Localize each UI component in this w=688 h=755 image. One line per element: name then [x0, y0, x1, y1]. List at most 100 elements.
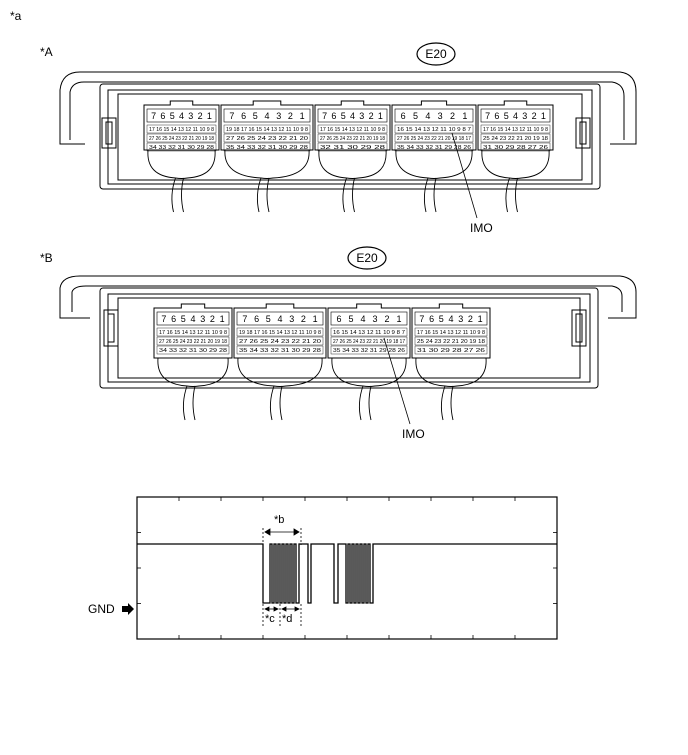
- pin-label: 1: [207, 111, 212, 121]
- pin-label: 3: [458, 314, 463, 324]
- pin-row: 35 34 33 32 31 30 29 28: [226, 145, 308, 151]
- gnd-arrow-icon: [122, 603, 134, 615]
- pin-label: 3: [438, 111, 443, 121]
- label-b: *b: [274, 514, 284, 526]
- pin-label: 7: [151, 111, 156, 121]
- ecu-housing-b: [59, 275, 637, 389]
- pin-label: 7: [322, 111, 327, 121]
- pin-row: 27 26 25 24 23 22 21 20 19 18: [320, 136, 385, 142]
- section-b-connector-id: E20: [347, 246, 387, 270]
- pin-row: 31 30 29 28 27 26: [483, 145, 548, 151]
- pin-row: 27 26 25 24 23 22 21 20: [226, 136, 308, 142]
- imo-signal-waveform: [137, 543, 557, 604]
- figure-label: *a: [10, 9, 22, 23]
- dimension-b: [262, 528, 302, 545]
- pin-row: 16 15 14 13 12 11 10 9 8 7: [333, 330, 405, 336]
- pin-label: 6: [171, 314, 176, 324]
- pin-label: 7: [161, 314, 166, 324]
- pin-label: 1: [541, 111, 546, 121]
- pin-label: 2: [288, 111, 293, 121]
- svg-text:IMO: IMO: [470, 221, 493, 235]
- imo-callout-b: IMO: [383, 337, 425, 441]
- pin-row: 17 16 15 14 13 12 11 10 9 8: [417, 330, 485, 336]
- pin-row: 17 16 15 14 13 12 11 10 9 8: [159, 330, 227, 336]
- section-b-label: *B: [40, 251, 53, 265]
- pin-label: 2: [384, 314, 389, 324]
- pin-label: 7: [229, 111, 234, 121]
- label-c: *c: [265, 613, 275, 625]
- pin-row: 25 24 23 22 21 20 19 18: [483, 136, 548, 142]
- pin-label: 6: [331, 111, 336, 121]
- pin-label: 6: [336, 314, 341, 324]
- pin-label: 7: [419, 314, 424, 324]
- pin-label: 3: [276, 111, 281, 121]
- pin-row: 19 18 17 16 15 14 13 12 11 10 9 8: [226, 127, 308, 133]
- svg-text:IMO: IMO: [402, 427, 425, 441]
- pin-row: 16 15 14 13 12 11 10 9 8 7: [397, 127, 471, 133]
- pin-label: 1: [478, 314, 483, 324]
- svg-text:E20: E20: [425, 47, 447, 61]
- pin-label: 4: [448, 314, 453, 324]
- pin-row: 35 34 33 32 31 29 28 26: [333, 348, 405, 354]
- pin-row: 31 30 29 28 27 26: [417, 348, 485, 354]
- pin-row: 35 34 33 32 31 29 28 26: [397, 145, 471, 151]
- pin-label: 1: [313, 314, 318, 324]
- dimension-c-d: [262, 604, 302, 628]
- pin-label: 5: [504, 111, 509, 121]
- label-d: *d: [282, 613, 292, 625]
- pin-label: 4: [425, 111, 430, 121]
- pin-label: 2: [450, 111, 455, 121]
- pin-row: 27 26 25 24 23 22 21 20 19 18: [149, 136, 214, 142]
- pin-label: 4: [190, 314, 195, 324]
- pin-row: 34 33 32 31 30 29 28: [159, 348, 227, 354]
- pin-label: 1: [396, 314, 401, 324]
- pin-label: 3: [359, 111, 364, 121]
- pin-row: 27 26 25 24 23 22 21 20 19 18: [159, 339, 227, 345]
- pin-row: 32 31 30 29 28: [320, 145, 385, 151]
- pin-label: 3: [522, 111, 527, 121]
- pin-label: 4: [277, 314, 282, 324]
- section-a-connector-id: E20: [416, 42, 456, 66]
- gnd-label: GND: [88, 602, 115, 616]
- pin-row: 35 34 33 32 31 30 29 28: [239, 348, 321, 354]
- pin-row: 17 16 15 14 13 12 11 10 9 8: [483, 127, 548, 133]
- pin-label: 3: [188, 111, 193, 121]
- pin-row: 19 18 17 16 15 14 13 12 11 10 9 8: [239, 330, 321, 336]
- pin-label: 4: [360, 314, 365, 324]
- pin-label: 3: [372, 314, 377, 324]
- pin-label: 4: [264, 111, 269, 121]
- pin-label: 4: [350, 111, 355, 121]
- pin-row: 27 26 25 24 23 22 21 20 19 18 17: [333, 339, 405, 345]
- pin-label: 4: [513, 111, 518, 121]
- pin-label: 2: [198, 111, 203, 121]
- pin-label: 3: [200, 314, 205, 324]
- pin-row: 27 26 25 24 23 22 21 20 19 18 17: [397, 136, 471, 142]
- pin-label: 1: [300, 111, 305, 121]
- pin-label: 5: [266, 314, 271, 324]
- pin-row: 34 33 32 31 30 29 28: [149, 145, 214, 151]
- pin-label: 1: [220, 314, 225, 324]
- pin-label: 5: [341, 111, 346, 121]
- pin-label: 6: [254, 314, 259, 324]
- ecu-housing-a: [59, 71, 637, 190]
- pin-label: 1: [378, 111, 383, 121]
- pin-row: 25 24 23 22 21 20 19 18: [417, 339, 485, 345]
- pin-label: 6: [429, 314, 434, 324]
- pin-label: 2: [468, 314, 473, 324]
- pin-label: 7: [242, 314, 247, 324]
- pin-label: 1: [462, 111, 467, 121]
- pin-row: 27 26 25 24 23 22 21 20: [239, 339, 321, 345]
- pin-label: 5: [439, 314, 444, 324]
- pin-label: 6: [241, 111, 246, 121]
